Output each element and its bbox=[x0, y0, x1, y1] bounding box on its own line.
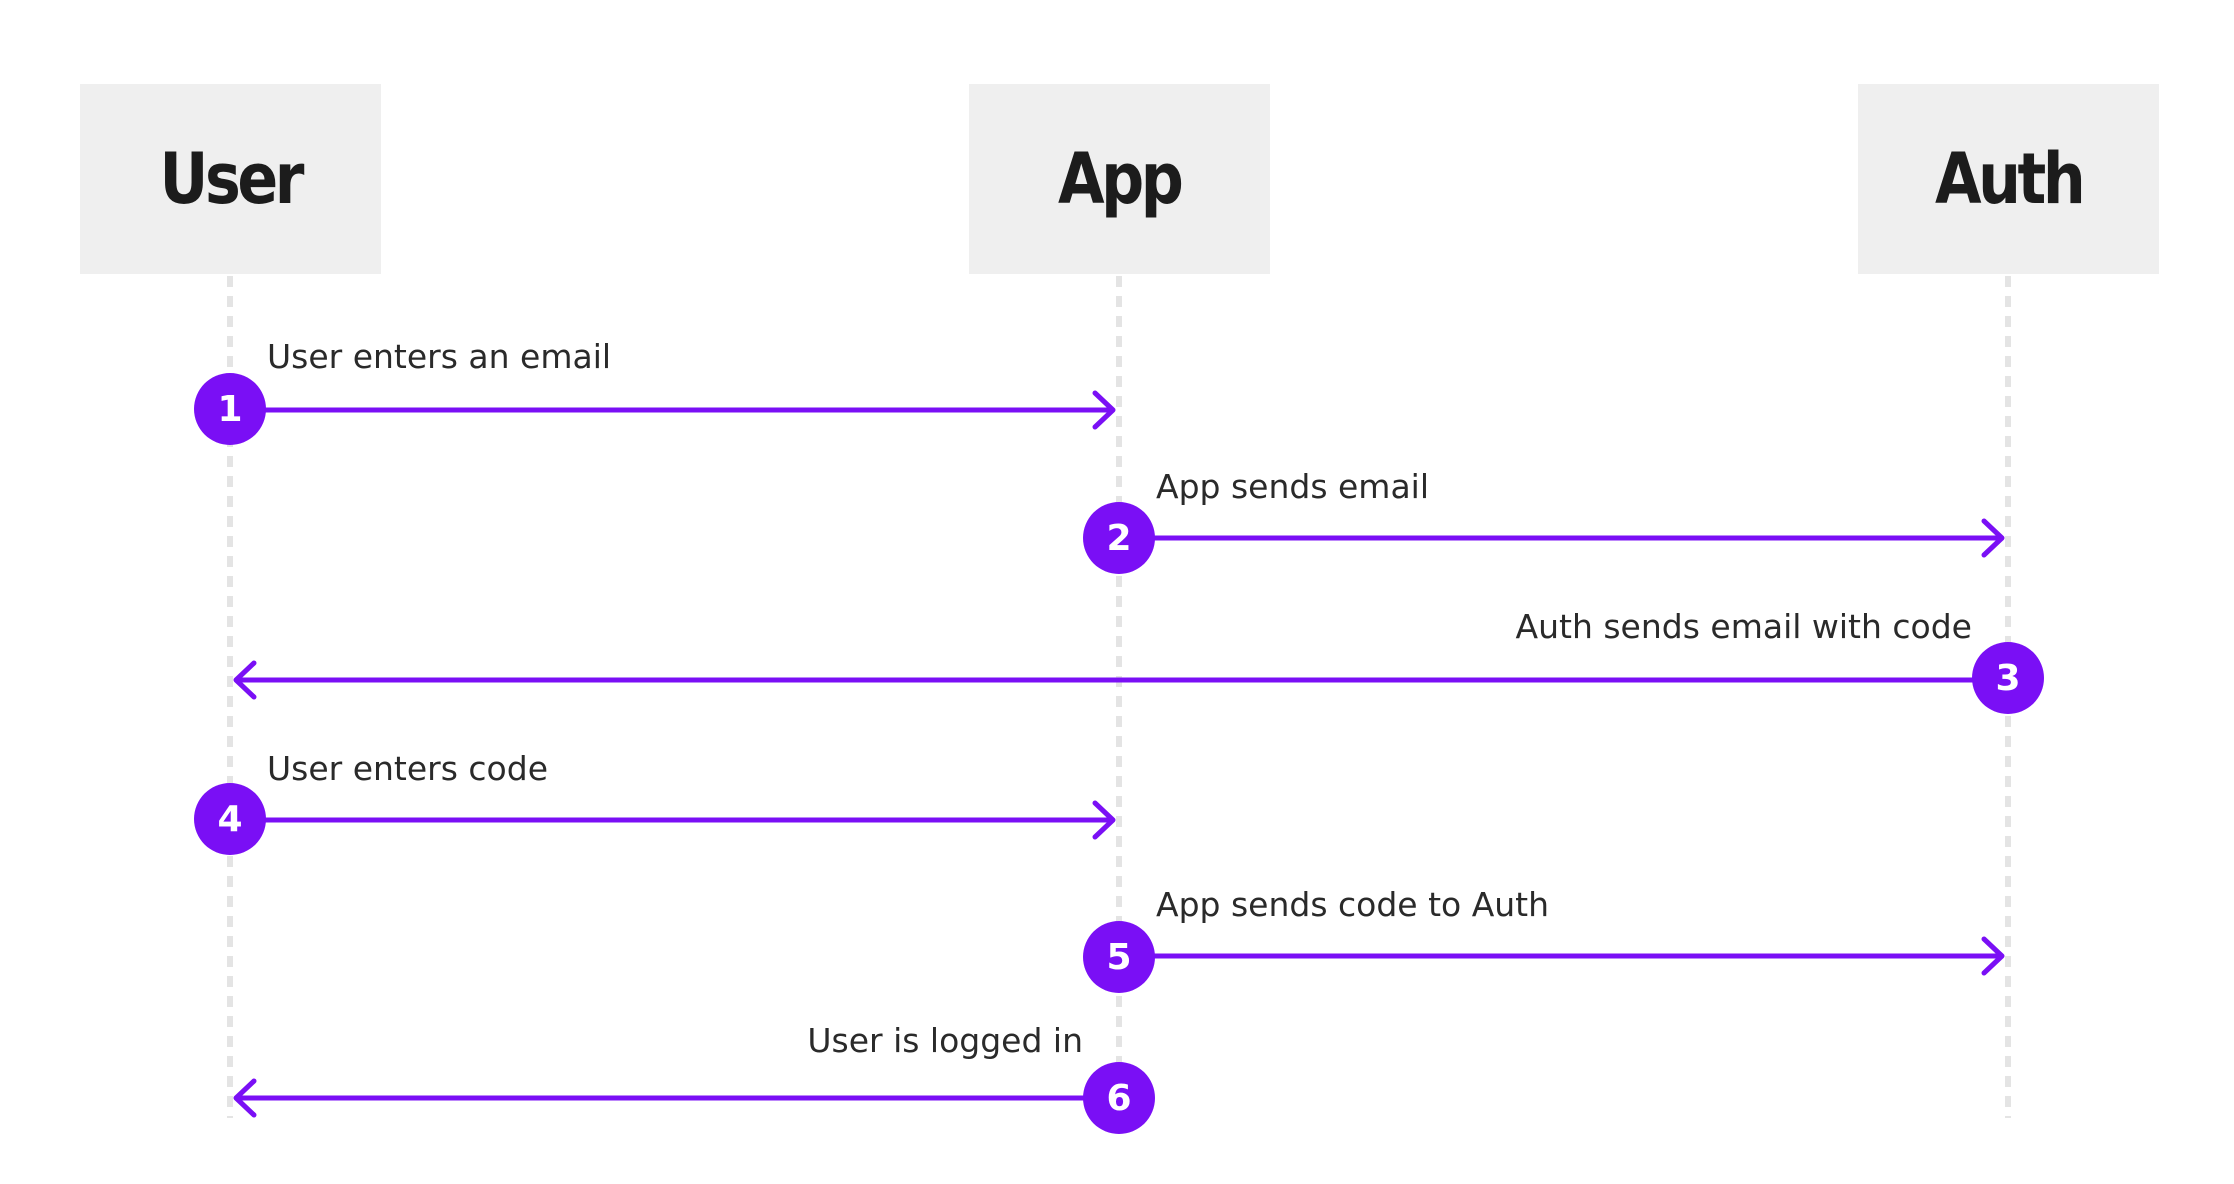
participant-user: User bbox=[80, 84, 381, 274]
message-arrow-4 bbox=[230, 800, 1116, 840]
arrowhead-1 bbox=[1092, 390, 1116, 430]
step-badge-5: 5 bbox=[1083, 921, 1155, 993]
arrowhead-5 bbox=[1981, 936, 2005, 976]
participant-app-name: App bbox=[1058, 138, 1184, 220]
participant-auth-name: Auth bbox=[1934, 138, 2086, 220]
arrowhead-3 bbox=[233, 660, 257, 700]
step-badge-3: 3 bbox=[1972, 642, 2044, 714]
participant-app: App bbox=[969, 84, 1270, 274]
message-arrow-1 bbox=[230, 390, 1116, 430]
message-arrow-3 bbox=[233, 660, 2008, 700]
message-label-1: User enters an email bbox=[267, 337, 612, 376]
message-label-4: User enters code bbox=[267, 749, 548, 788]
message-arrow-2 bbox=[1119, 518, 2005, 558]
message-arrow-6 bbox=[233, 1078, 1119, 1118]
message-label-5: App sends code to Auth bbox=[1156, 885, 1550, 924]
step-badge-6: 6 bbox=[1083, 1062, 1155, 1134]
arrowhead-2 bbox=[1981, 518, 2005, 558]
arrowhead-6 bbox=[233, 1078, 257, 1118]
step-badge-1: 1 bbox=[194, 373, 266, 445]
step-badge-2: 2 bbox=[1083, 502, 1155, 574]
message-label-6: User is logged in bbox=[807, 1021, 1083, 1060]
participant-user-name: User bbox=[159, 138, 305, 220]
step-badge-4: 4 bbox=[194, 783, 266, 855]
participant-auth: Auth bbox=[1858, 84, 2159, 274]
arrowhead-4 bbox=[1092, 800, 1116, 840]
message-label-3: Auth sends email with code bbox=[1515, 607, 1972, 646]
message-label-2: App sends email bbox=[1156, 467, 1430, 506]
message-arrow-5 bbox=[1119, 936, 2005, 976]
